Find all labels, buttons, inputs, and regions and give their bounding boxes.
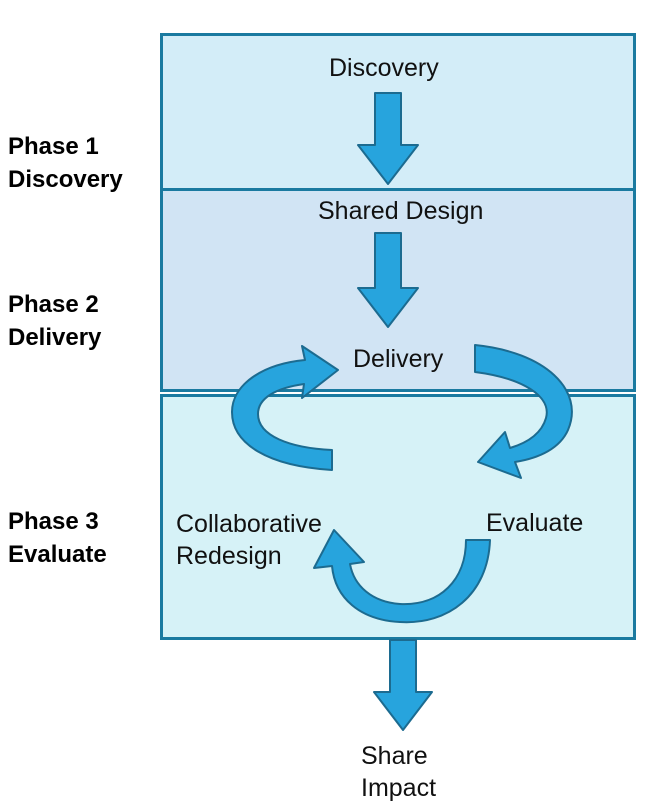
node-collaborative-redesign-line1: Collaborative [176, 510, 322, 538]
phase-3-name: Evaluate [8, 541, 107, 568]
phase-1-number: Phase 1 [8, 133, 99, 160]
node-discovery: Discovery [329, 54, 439, 82]
phase-1-name: Discovery [8, 166, 123, 193]
arrow-to-share-impact [373, 639, 433, 731]
arrow-discovery-to-shared-design [357, 92, 419, 185]
phase-3-number: Phase 3 [8, 508, 99, 535]
node-collaborative-redesign-line2: Redesign [176, 542, 282, 570]
node-share-impact-line2: Impact [361, 774, 437, 802]
node-delivery: Delivery [353, 345, 444, 373]
node-collaborative-redesign: Collaborative Redesign [176, 508, 322, 572]
node-share-impact: Share Impact [361, 740, 436, 804]
node-evaluate: Evaluate [486, 509, 584, 537]
phase-3-label: Phase 3 Evaluate [8, 505, 107, 571]
arrow-delivery-to-evaluate [474, 344, 573, 479]
arrow-evaluate-to-redesign [313, 529, 491, 624]
node-shared-design: Shared Design [318, 197, 484, 225]
phase-2-number: Phase 2 [8, 291, 99, 318]
arrow-redesign-to-delivery [231, 345, 339, 471]
node-share-impact-line1: Share [361, 742, 428, 770]
phase-2-name: Delivery [8, 324, 102, 351]
arrow-shared-design-to-delivery [357, 232, 419, 328]
phase-1-label: Phase 1 Discovery [8, 130, 123, 196]
phase-2-label: Phase 2 Delivery [8, 288, 101, 354]
